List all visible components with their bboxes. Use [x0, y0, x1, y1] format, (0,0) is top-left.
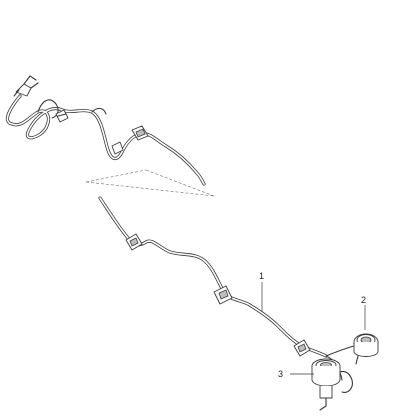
callout-3-label: 3	[278, 369, 283, 379]
lower-clip-1	[125, 233, 143, 251]
callout-2: 2	[361, 295, 366, 330]
lower-harness-section	[98, 196, 373, 381]
callout-2-label: 2	[361, 295, 366, 305]
upper-clip-3	[111, 141, 124, 155]
upper-harness-section	[5, 75, 206, 186]
upper-clip-1	[55, 109, 69, 123]
connector-2	[353, 333, 379, 365]
callout-3: 3	[278, 369, 314, 379]
callout-1: 1	[259, 271, 264, 312]
section-break-lines	[85, 169, 215, 197]
connector-3	[311, 358, 353, 411]
lower-wire	[98, 196, 328, 358]
callout-1-label: 1	[259, 271, 264, 281]
lower-clip-3	[293, 339, 311, 357]
upper-clip-2	[131, 125, 149, 141]
lower-clip-2	[213, 285, 233, 305]
top-left-connector	[13, 75, 39, 97]
